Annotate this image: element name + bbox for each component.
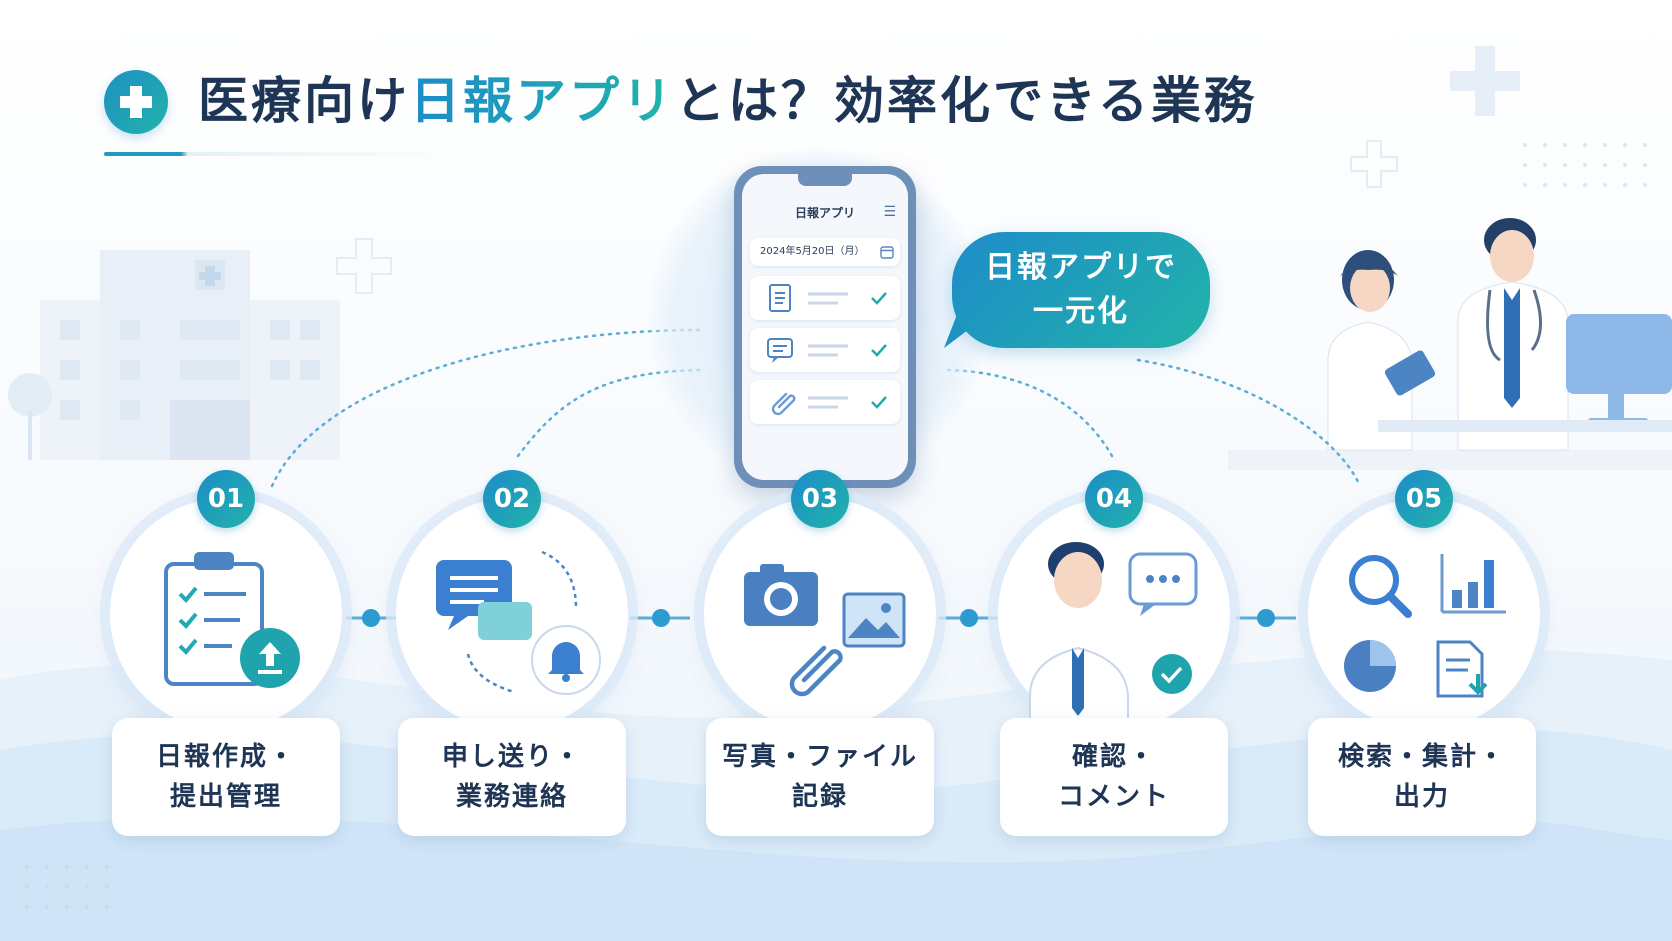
upload-icon	[240, 628, 300, 688]
step-2-label-line-1: 申し送り・	[441, 742, 582, 772]
doctor-icon	[1029, 542, 1129, 730]
dot-pattern	[25, 865, 109, 909]
step-4-card[interactable]: 確認・ コメント	[1000, 718, 1228, 836]
step-3-card[interactable]: 写真・ファイル 記録	[706, 718, 934, 836]
title-suffix: とは？効率化できる業務	[675, 72, 1257, 130]
phone-row-attachment[interactable]	[750, 380, 900, 424]
step-5-label-line-1: 検索・集計・	[1337, 742, 1506, 772]
step-1-circle	[110, 498, 342, 730]
download-document-icon	[1436, 640, 1488, 698]
page-title: 医療向け日報アプリとは？効率化できる業務	[198, 66, 1257, 136]
step-2-circle	[396, 498, 628, 730]
hamburger-menu-icon[interactable]: ☰	[883, 204, 896, 220]
check-icon	[871, 292, 887, 305]
step-4-circle	[998, 498, 1230, 730]
paperclip-icon	[771, 392, 796, 416]
dot-pattern	[1523, 143, 1647, 187]
step-5-number: 05	[1395, 470, 1453, 528]
search-icon	[1349, 555, 1412, 618]
step-1-label-line-1: 日報作成・	[155, 742, 296, 772]
paperclip-icon	[789, 645, 843, 697]
phone-date: 2024年5月20日（月）	[750, 238, 900, 266]
chat-bubbles-icon	[436, 560, 532, 640]
check-icon	[871, 344, 887, 357]
step-1-label-line-2: 提出管理	[169, 782, 282, 812]
phone-row-document[interactable]	[750, 276, 900, 320]
step-1-card[interactable]: 日報作成・ 提出管理	[112, 718, 340, 836]
step-2-number: 02	[483, 470, 541, 528]
step-5-label-line-2: 出力	[1393, 782, 1450, 812]
check-icon	[1152, 654, 1192, 694]
step-3-label-line-1: 写真・ファイル	[721, 742, 918, 772]
step-1-number: 01	[197, 470, 255, 528]
clipboard-checklist-icon	[164, 552, 264, 686]
callout-bubble: 日報アプリで 一元化	[952, 232, 1210, 348]
calendar-icon	[880, 246, 894, 259]
step-5-card[interactable]: 検索・集計・ 出力	[1308, 718, 1536, 836]
bubble-line-2: 一元化	[1033, 294, 1129, 329]
plus-icon	[104, 70, 168, 134]
phone-app-title: 日報アプリ	[794, 206, 855, 220]
step-3-circle	[704, 498, 936, 730]
step-3-label-line-2: 記録	[791, 782, 848, 812]
step-4-label-line-1: 確認・	[1071, 742, 1156, 772]
title-underline	[104, 152, 454, 156]
phone-notch	[798, 174, 852, 186]
plus-icon	[1450, 46, 1520, 116]
bar-chart-icon	[1440, 554, 1506, 614]
phone-screen: 日報アプリ ☰ 2024年5月20日（月）	[742, 174, 908, 480]
step-4-label-line-2: コメント	[1057, 782, 1170, 812]
bell-icon	[531, 625, 601, 695]
step-5-circle	[1308, 498, 1540, 730]
pie-chart-icon	[1344, 640, 1396, 692]
hospital-building-illustration	[8, 250, 340, 460]
camera-icon	[744, 564, 818, 626]
check-icon	[871, 396, 887, 409]
medical-staff-illustration	[1228, 218, 1672, 470]
step-2-card[interactable]: 申し送り・ 業務連絡	[398, 718, 626, 836]
image-icon	[842, 592, 906, 648]
title-prefix: 医療向け	[198, 72, 410, 130]
comment-icon	[1128, 552, 1198, 616]
plus-icon	[336, 238, 392, 294]
step-2-label-line-2: 業務連絡	[455, 782, 568, 812]
document-icon	[769, 284, 791, 312]
step-3-number: 03	[791, 470, 849, 528]
phone-row-chat[interactable]	[750, 328, 900, 372]
refresh-arrows-icon	[466, 550, 578, 694]
chat-icon	[767, 338, 793, 363]
bubble-line-1: 日報アプリで	[985, 250, 1177, 285]
step-4-number: 04	[1085, 470, 1143, 528]
title-highlight: 日報アプリ	[410, 72, 675, 130]
plus-icon	[1350, 140, 1398, 188]
